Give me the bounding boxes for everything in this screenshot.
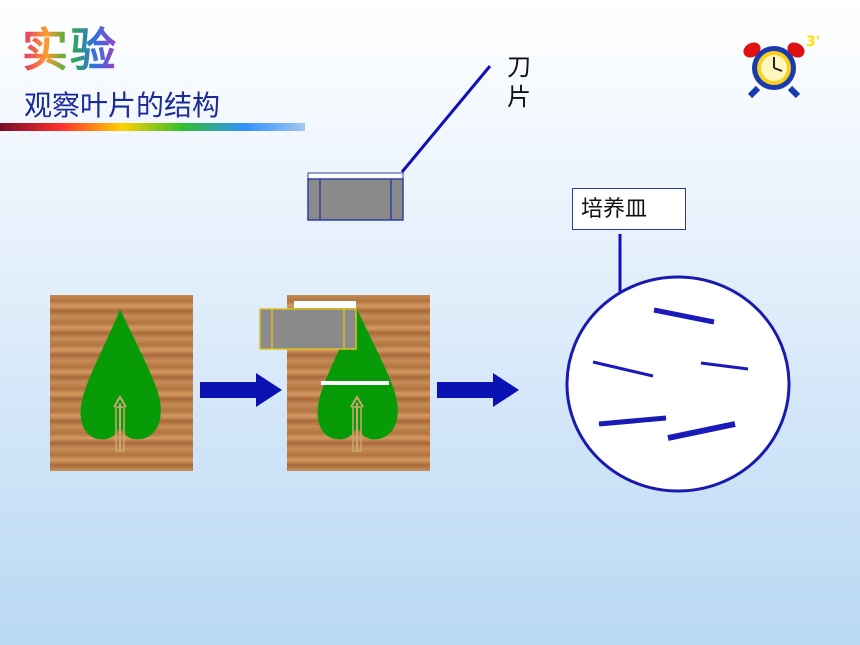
title-underline-bar (0, 123, 305, 131)
petri-dish-label: 培养皿 (572, 188, 686, 230)
cutting-board-1 (50, 295, 193, 471)
arrow-right-2 (437, 373, 519, 407)
leaf-cut (317, 309, 398, 452)
arrow-right-1 (200, 373, 282, 407)
blade-top (307, 172, 404, 221)
timer-number: 3' (806, 34, 821, 50)
blade-cutting (259, 301, 357, 350)
alarm-clock-icon (743, 42, 805, 98)
leaf-whole (80, 309, 161, 452)
leaf-slices (592, 307, 749, 441)
petri-dish (565, 275, 791, 493)
blade-label: 刀片 (507, 53, 531, 111)
blade-pointer-line (400, 65, 492, 173)
slide-subtitle: 观察叶片的结构 (24, 89, 221, 122)
slide-title: 实验 (22, 14, 118, 80)
